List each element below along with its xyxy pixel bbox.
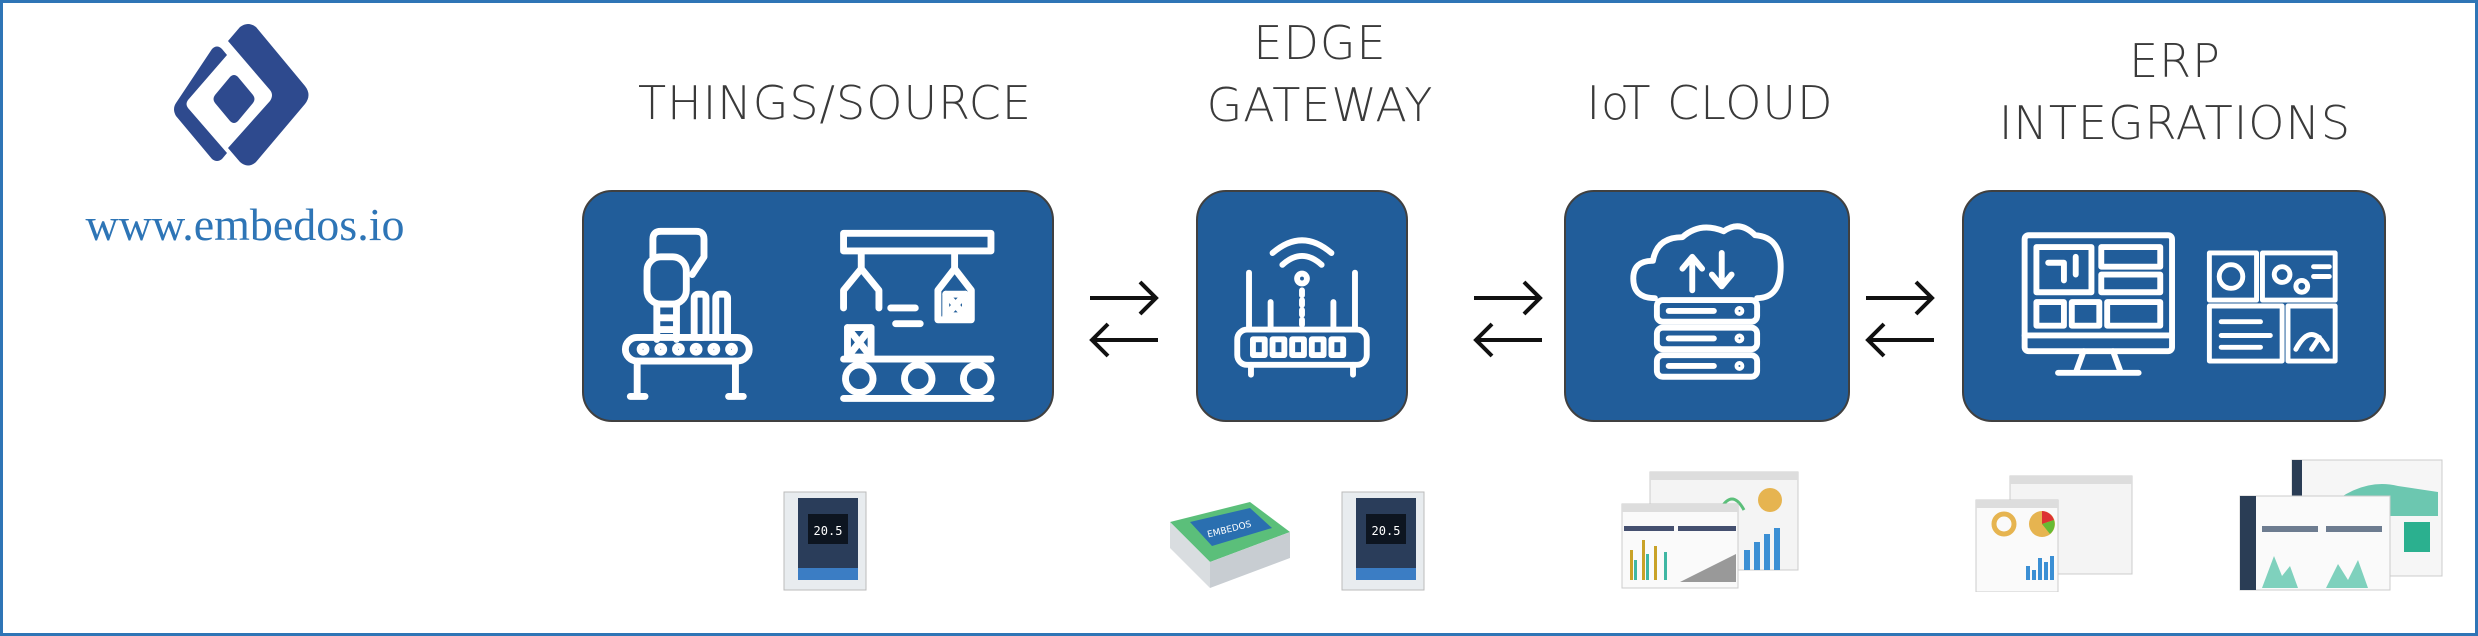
- factory-robot-icon: [621, 227, 753, 400]
- arrow-right-icon: [1474, 280, 1543, 316]
- heading-line: THINGS/SOURCE: [638, 76, 1032, 130]
- heading-line: GATEWAY: [1206, 78, 1434, 132]
- heading-things: THINGS/SOURCE: [600, 72, 1070, 134]
- heading-cloud: IoT CLOUD: [1530, 72, 1890, 134]
- heading-line: IoT CLOUD: [1586, 76, 1834, 130]
- heading-line: ERP: [2129, 34, 2221, 88]
- gateway-device-image: EMBEDOS: [1170, 502, 1290, 588]
- arrow-right-icon: [1090, 280, 1159, 316]
- heading-edge: EDGE GATEWAY: [1140, 12, 1500, 136]
- things-box: [582, 190, 1054, 422]
- dashboard-monitor-icon: [2021, 232, 2175, 376]
- erp-dashboard-image: [2239, 459, 2443, 591]
- edge-gateway-box: [1196, 190, 1408, 422]
- cloud-dashboard-image: [1621, 471, 1799, 589]
- embedos-logo: [174, 24, 309, 166]
- arrow-right-icon: [1866, 280, 1935, 316]
- cloud-server-icon: [1630, 223, 1784, 380]
- heading-erp: ERP INTEGRATIONS: [1950, 30, 2400, 154]
- arrow-left-icon: [1865, 322, 1934, 358]
- controller-device-image: 20.5: [1341, 491, 1425, 591]
- heading-line: EDGE: [1253, 16, 1387, 70]
- erp-integrations-box: [1962, 190, 2386, 422]
- arrow-left-icon: [1089, 322, 1158, 358]
- analytics-panel-icon: [2206, 250, 2338, 364]
- erp-dashboard-image: [1975, 475, 2133, 592]
- device-display-value: 20.5: [1372, 524, 1401, 538]
- conveyor-crane-icon: [840, 229, 995, 402]
- wifi-router-icon: [1234, 237, 1370, 378]
- arrow-left-icon: [1473, 322, 1542, 358]
- heading-line: INTEGRATIONS: [1998, 96, 2352, 150]
- website-url[interactable]: www.embedos.io: [85, 199, 405, 250]
- iot-cloud-box: [1564, 190, 1850, 422]
- controller-device-image: 20.5: [783, 491, 867, 591]
- device-display-value: 20.5: [814, 524, 843, 538]
